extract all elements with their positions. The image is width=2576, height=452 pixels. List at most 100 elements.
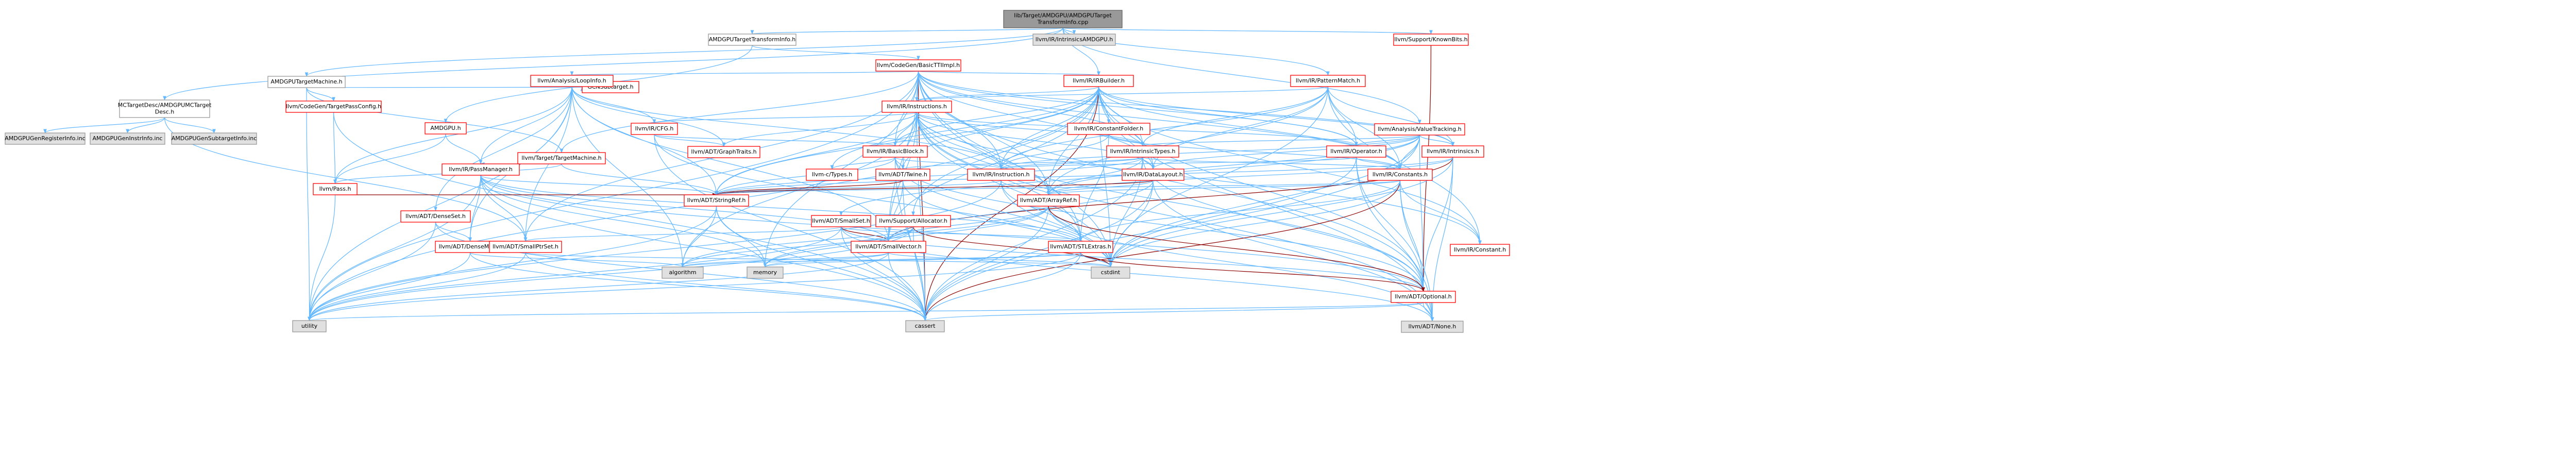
node-basic-tti[interactable]: llvm/CodeGen/BasicTTIImpl.h (875, 59, 961, 72)
edge-stringref-to-algorithm (681, 206, 717, 267)
node-intrinsics-h[interactable]: llvm/IR/Intrinsics.h (1421, 145, 1484, 158)
node-target-machine[interactable]: llvm/Target/TargetMachine.h (517, 152, 606, 164)
edge-constantfolder-to-ir_constants (1108, 134, 1402, 170)
node-label: llvm/Support/Allocator.h (879, 217, 947, 224)
edge-irbuilder-to-operator_h (1098, 86, 1358, 146)
edge-basic_tti-to-target_machine (560, 71, 919, 153)
node-valuetracking[interactable]: llvm/Analysis/ValueTracking.h (1374, 123, 1465, 136)
node-amdgpu-tti-h[interactable]: AMDGPUTargetTransformInfo.h (708, 34, 796, 46)
node-label: llvm/IR/IRBuilder.h (1073, 77, 1125, 84)
edge-ir_constants-to-cassert (923, 180, 1401, 321)
node-pass-h[interactable]: llvm/Pass.h (313, 183, 358, 195)
node-codegen-tpc[interactable]: llvm/CodeGen/TargetPassConfig.h (285, 101, 382, 113)
node-basicblock[interactable]: llvm/IR/BasicBlock.h (862, 145, 928, 158)
node-ctypes[interactable]: llvm-c/Types.h (806, 169, 858, 181)
edge-datalayout-to-cstdint (1109, 180, 1154, 267)
edge-operator_h-to-ir_instruction (999, 157, 1357, 170)
edge-smallset-to-smallptrset (523, 226, 842, 242)
edge-amdgpu_target_machine-to-gcnsubtarget (306, 87, 583, 91)
node-patternmatch[interactable]: llvm/IR/PatternMatch.h (1290, 75, 1366, 87)
node-amdgpu-target-machine[interactable]: AMDGPUTargetMachine.h (267, 76, 346, 88)
node-passmanager[interactable]: llvm/IR/PassManager.h (442, 163, 520, 176)
edge-patternmatch-to-operator_h (1327, 86, 1358, 146)
node-label: llvm/CodeGen/TargetPassConfig.h (286, 103, 381, 110)
edge-smallptrset-to-cassert (525, 252, 927, 321)
node-constantfolder[interactable]: llvm/IR/ConstantFolder.h (1067, 123, 1150, 135)
node-intrinsictypes[interactable]: llvm/IR/IntrinsicTypes.h (1106, 145, 1179, 158)
node-adt-optional[interactable]: llvm/ADT/Optional.h (1391, 291, 1456, 303)
node-label: AMDGPUTargetMachine.h (270, 78, 342, 85)
edge-basic_tti-to-utility (308, 71, 919, 321)
node-ir-constants[interactable]: llvm/IR/Constants.h (1367, 169, 1433, 181)
edge-basicblock-to-ctypes (830, 157, 896, 170)
edge-pass_h-to-utility (308, 194, 336, 321)
node-adt-twine[interactable]: llvm/ADT/Twine.h (875, 169, 930, 181)
node-label: AMDGPUGenInstrInfo.inc (93, 135, 163, 142)
edge-irbuilder-to-ctypes (830, 86, 1099, 170)
edge-instructions-to-algorithm (681, 112, 918, 267)
edge-root-to-amdgpu_target_machine (304, 27, 1063, 77)
node-knownbits[interactable]: llvm/Support/KnownBits.h (1393, 34, 1469, 46)
node-ir-cfg[interactable]: llvm/IR/CFG.h (631, 123, 678, 135)
node-smallset[interactable]: llvm/ADT/SmallSet.h (811, 215, 871, 227)
node-label: llvm/ADT/SmallPtrSet.h (493, 243, 558, 250)
edge-instructions-to-stringref (715, 112, 918, 195)
edge-instructions-to-basicblock (893, 112, 918, 146)
edge-valuetracking-to-datalayout (1151, 135, 1420, 170)
node-label: cassert (915, 323, 936, 329)
edge-intrinsics_h-to-adt_optional (1421, 157, 1453, 292)
node-label: llvm/IR/ConstantFolder.h (1074, 125, 1144, 132)
edge-intrinsictypes-to-ir_constants (1142, 157, 1402, 170)
node-label: cstdint (1101, 269, 1121, 276)
edge-intrinsictypes-to-adt_optional (1142, 157, 1425, 292)
node-arrayref[interactable]: llvm/ADT/ArrayRef.h (1017, 194, 1080, 207)
edge-valuetracking-to-intrinsics_h (1419, 135, 1455, 146)
edge-stringref-to-cassert (716, 206, 927, 321)
edge-irbuilder-to-adt_optional (1098, 86, 1425, 292)
edge-constantfolder-to-ir_instruction (999, 134, 1109, 170)
edge-ir_constants-to-stringref (715, 180, 1401, 195)
node-graphtraits[interactable]: llvm/ADT/GraphTraits.h (687, 146, 760, 158)
edge-mctargetdesc-to-gen_register_info (43, 117, 165, 133)
edge-irbuilder-to-intrinsictypes (1098, 86, 1145, 146)
edge-loopinfo-to-algorithm (571, 86, 685, 267)
node-stringref[interactable]: llvm/ADT/StringRef.h (684, 194, 749, 207)
node-irbuilder[interactable]: llvm/IR/IRBuilder.h (1063, 75, 1134, 87)
edge-mctargetdesc-to-gen_subtarget_info (164, 117, 216, 133)
node-smallptrset[interactable]: llvm/ADT/SmallPtrSet.h (489, 241, 562, 253)
edge-arrayref-to-adt_optional (1048, 206, 1425, 292)
node-allocator[interactable]: llvm/Support/Allocator.h (875, 215, 951, 227)
edge-instructions-to-intrinsictypes (916, 112, 1145, 146)
edge-smallset-to-adt_none (840, 226, 1434, 322)
edge-smallvector-to-memory (763, 252, 889, 267)
node-label: llvm/ADT/STLExtras.h (1050, 243, 1111, 250)
node-instructions[interactable]: llvm/IR/Instructions.h (882, 101, 952, 113)
node-layer: lib/Target/AMDGPU/AMDGPUTargetTransformI… (5, 10, 1510, 333)
edge-basic_tti-to-irbuilder (918, 71, 1100, 76)
node-loopinfo[interactable]: llvm/Analysis/LoopInfo.h (530, 75, 614, 87)
edge-ir_constants-to-adt_optional (1399, 180, 1425, 292)
node-amdgpu-h[interactable]: AMDGPU.h (425, 122, 467, 135)
node-datalayout[interactable]: llvm/IR/DataLayout.h (1122, 169, 1184, 181)
edge-denseset-to-densemap (435, 222, 472, 242)
edge-passmanager-to-stringref (480, 175, 718, 195)
edge-ir_constants-to-ir_constant (1399, 180, 1482, 245)
node-operator-h[interactable]: llvm/IR/Operator.h (1326, 145, 1386, 158)
node-ir-instruction[interactable]: llvm/IR/Instruction.h (967, 169, 1035, 181)
edge-loopinfo-to-stringref (571, 86, 718, 195)
edge-basic_tti-to-loopinfo (570, 71, 919, 76)
edge-ir_instruction-to-cstdint (1001, 180, 1112, 267)
node-ir-constant[interactable]: llvm/IR/Constant.h (1450, 244, 1510, 256)
node-stlextras[interactable]: llvm/ADT/STLExtras.h (1048, 241, 1113, 253)
edge-knownbits-to-adt_optional (1421, 45, 1432, 292)
edge-smallvector-to-cstdint (888, 252, 1112, 267)
node-densemap[interactable]: llvm/ADT/DenseMap.h (435, 241, 505, 253)
edge-irbuilder-to-allocator (911, 86, 1099, 216)
edge-ir_cfg-to-basicblock (654, 134, 897, 146)
node-denseset[interactable]: llvm/ADT/DenseSet.h (400, 210, 471, 223)
node-smallvector[interactable]: llvm/ADT/SmallVector.h (851, 241, 926, 253)
edge-patternmatch-to-arrayref (1046, 86, 1329, 195)
edge-passmanager-to-cassert (480, 175, 927, 321)
edge-passmanager-to-smallptrset (480, 175, 528, 242)
